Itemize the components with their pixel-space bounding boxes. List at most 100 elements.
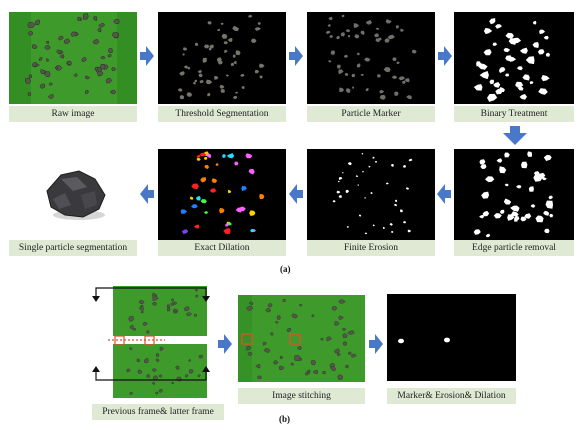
particle <box>156 353 160 357</box>
particle <box>44 71 51 78</box>
particle <box>99 63 106 70</box>
particle <box>235 50 241 56</box>
particle <box>390 231 394 233</box>
particle <box>368 165 371 168</box>
particle <box>400 28 404 32</box>
particle <box>63 38 71 44</box>
particle <box>527 151 533 157</box>
caption-binary-treatment: Binary Treatment <box>454 106 574 122</box>
particle <box>202 57 207 63</box>
particle <box>499 87 505 93</box>
particle <box>346 226 349 228</box>
particle <box>73 73 78 77</box>
particle <box>205 79 213 85</box>
particle <box>215 163 219 166</box>
caption-image-stitching: Image stitching <box>238 388 365 404</box>
particle <box>505 32 514 39</box>
particle <box>521 161 528 169</box>
particle <box>479 159 486 165</box>
particle <box>197 374 201 378</box>
particle <box>515 81 524 88</box>
arrow-down-icon <box>503 126 527 145</box>
particle <box>44 45 51 50</box>
particle <box>354 34 360 39</box>
particle <box>395 25 399 29</box>
particle <box>142 322 148 326</box>
particle <box>383 67 391 73</box>
particle <box>298 303 303 307</box>
particle <box>27 31 34 36</box>
particle <box>511 211 519 217</box>
particle <box>93 16 98 22</box>
particle <box>232 25 239 32</box>
particle <box>286 327 292 333</box>
particle <box>357 184 359 186</box>
particle <box>111 67 117 71</box>
particle <box>196 196 201 201</box>
particle <box>537 49 545 55</box>
particle <box>246 305 254 311</box>
particle <box>499 209 505 214</box>
particle <box>24 77 31 84</box>
particle <box>232 54 236 58</box>
particle <box>325 30 331 35</box>
particle <box>387 34 395 40</box>
particle <box>406 95 412 100</box>
particle <box>364 197 367 199</box>
caption-finite-erosion: Finite Erosion <box>307 240 435 256</box>
particle <box>340 32 345 37</box>
particle <box>126 368 131 373</box>
particle <box>361 152 364 155</box>
particle <box>310 360 316 365</box>
figure-a-label: (a) <box>280 264 291 274</box>
particle <box>331 306 338 311</box>
particle <box>360 30 365 35</box>
particle <box>516 185 522 189</box>
particle <box>97 28 102 33</box>
particle <box>230 62 235 66</box>
particle <box>400 209 403 213</box>
image-stitching-panel <box>238 295 365 382</box>
particle <box>549 213 554 218</box>
particle <box>198 73 203 78</box>
particle <box>188 359 191 362</box>
particle <box>336 35 340 40</box>
particle <box>137 369 143 374</box>
particle <box>98 22 106 28</box>
arrow-right-icon <box>140 46 154 66</box>
particle <box>485 176 495 183</box>
particle <box>398 76 406 81</box>
caption-raw-image: Raw image <box>9 106 137 122</box>
particle <box>374 160 377 163</box>
particle <box>544 228 550 234</box>
particle <box>525 56 535 65</box>
particle <box>278 365 285 371</box>
arrow-left-icon <box>437 184 451 204</box>
particle <box>129 324 134 329</box>
particle <box>166 307 171 312</box>
particle <box>541 75 550 82</box>
caption-previous-latter-frame: Previous frame& latter frame <box>92 404 224 420</box>
particle <box>195 42 199 46</box>
particle <box>350 353 357 358</box>
particle <box>511 37 522 44</box>
particle <box>364 232 368 235</box>
latter-frame-panel <box>113 344 207 398</box>
particle <box>403 165 406 168</box>
particle <box>152 381 155 385</box>
particle <box>219 84 225 89</box>
arrow-right-icon <box>438 46 452 66</box>
particle <box>100 56 106 60</box>
particle <box>128 316 134 322</box>
particle <box>342 341 348 346</box>
caption-single-particle-segmentation: Single particle segmentation <box>9 240 137 256</box>
particle <box>70 31 77 37</box>
threshold-panel <box>158 12 286 104</box>
particle <box>364 57 371 62</box>
particle <box>183 306 190 312</box>
particle <box>66 60 73 66</box>
particle <box>282 298 286 303</box>
particle <box>155 391 159 395</box>
particle <box>344 364 350 369</box>
